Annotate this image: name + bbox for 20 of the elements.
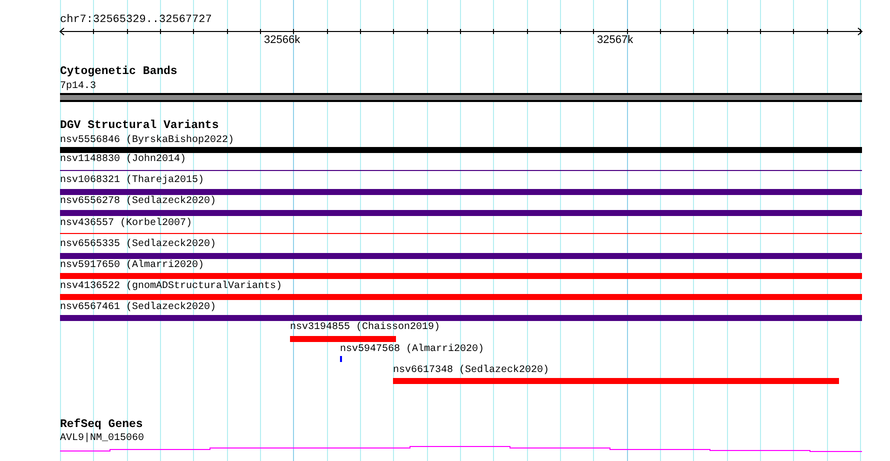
variant-label: nsv1148830 (John2014) xyxy=(60,154,186,166)
variant-label: nsv3194855 (Chaisson2019) xyxy=(290,322,440,334)
variant-label: nsv5947568 (Almarri2020) xyxy=(340,344,484,356)
axis-tick-label: 32567k xyxy=(597,34,634,46)
variant-label: nsv6565335 (Sedlazeck2020) xyxy=(60,239,216,251)
variant-label: nsv1068321 (Thareja2015) xyxy=(60,175,204,187)
variant-label: nsv6567461 (Sedlazeck2020) xyxy=(60,302,216,314)
variant-label: nsv5917650 (Almarri2020) xyxy=(60,260,204,272)
variant-label: nsv436557 (Korbel2007) xyxy=(60,218,192,230)
track-heading: DGV Structural Variants xyxy=(60,120,219,132)
band-label: 7p14.3 xyxy=(60,81,96,93)
gene-label: AVL9|NM_015060 xyxy=(60,433,144,445)
variant-label: nsv5556846 (ByrskaBishop2022) xyxy=(60,135,234,147)
region-coordinates: chr7:32565329..32567727 xyxy=(60,14,212,26)
variant-label: nsv6556278 (Sedlazeck2020) xyxy=(60,196,216,208)
variant-label: nsv4136522 (gnomADStructuralVariants) xyxy=(60,281,282,293)
track-heading: Cytogenetic Bands xyxy=(60,66,178,78)
axis-tick-label: 32566k xyxy=(264,34,300,46)
variant-label: nsv6617348 (Sedlazeck2020) xyxy=(393,365,550,377)
track-heading: RefSeq Genes xyxy=(60,419,143,431)
